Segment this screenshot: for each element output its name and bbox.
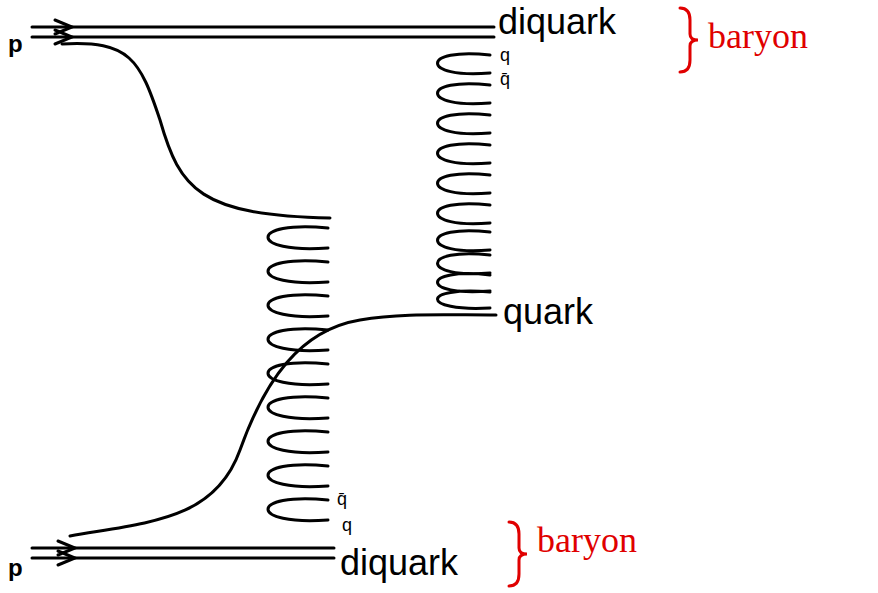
antiquark-label: q̄ [337,490,347,508]
brace [509,522,527,586]
proton-line [32,548,334,558]
antiquark-label: q̄ [500,70,510,88]
baryon-label: baryon [708,18,808,54]
proton-line [32,27,494,37]
diquark-label: diquark [498,4,616,40]
baryon-label: baryon [537,522,637,558]
string-coil [268,227,328,521]
brace [680,8,698,72]
quark-label: q [500,46,510,64]
proton-label: p [8,32,23,56]
quark-label: quark [503,294,593,330]
proton-arrow [58,541,75,565]
proton-arrow [55,20,72,44]
proton-label: p [8,556,23,580]
diquark-label: diquark [340,545,458,581]
quark-line [62,44,330,218]
string-coil [438,54,491,309]
quark-label: q [342,516,352,534]
